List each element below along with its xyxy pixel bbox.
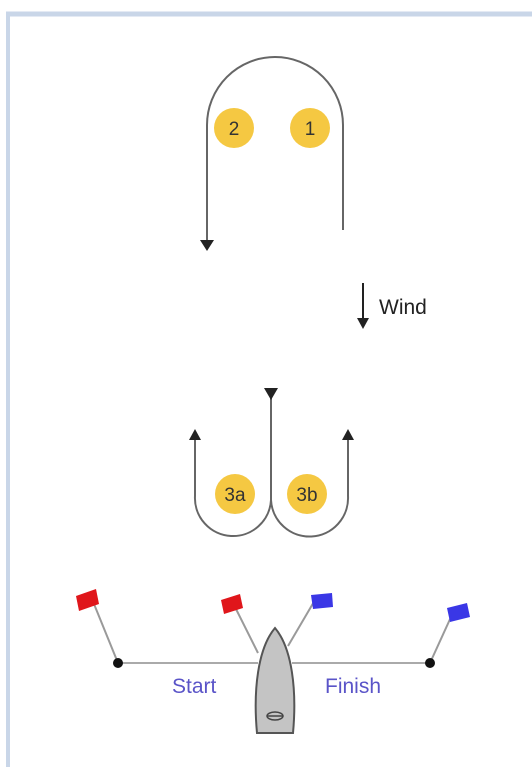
committee-boat-icon: [254, 626, 296, 734]
finish-pin-icon: [425, 658, 435, 668]
mark-3b: 3b: [287, 474, 327, 514]
gate-right-loop: [270, 440, 350, 538]
wind-label: Wind: [379, 296, 427, 319]
finish-boat-pole: [287, 599, 316, 647]
finish-pin-pole: [429, 616, 452, 664]
mark-1-label: 1: [305, 119, 316, 140]
upper-course-path: [206, 56, 344, 240]
mark-2-label: 2: [229, 119, 240, 140]
start-boat-flag-icon: [221, 594, 243, 614]
finish-boat-flag-icon: [311, 593, 333, 609]
start-pin-pole: [93, 603, 119, 664]
mark-3a-label: 3a: [224, 485, 246, 506]
start-pin-flag-icon: [76, 589, 99, 611]
start-label: Start: [172, 675, 217, 698]
start-pin-icon: [113, 658, 123, 668]
gate-left-arrowhead: [189, 429, 201, 440]
start-boat-pole: [235, 608, 259, 654]
mark-2: 2: [214, 108, 254, 148]
mark-3b-label: 3b: [296, 485, 317, 506]
wind-arrowhead-icon: [357, 318, 369, 329]
finish-pin-flag-icon: [447, 603, 470, 622]
wind-indicator: Wind: [357, 283, 427, 329]
mark-3a: 3a: [215, 474, 255, 514]
finish-label: Finish: [325, 675, 381, 698]
gate-approach-arrowhead: [264, 388, 278, 400]
mark-1: 1: [290, 108, 330, 148]
gate-left-loop: [193, 440, 272, 537]
gate-right-arrowhead: [342, 429, 354, 440]
upper-course-arrowhead: [200, 240, 214, 251]
